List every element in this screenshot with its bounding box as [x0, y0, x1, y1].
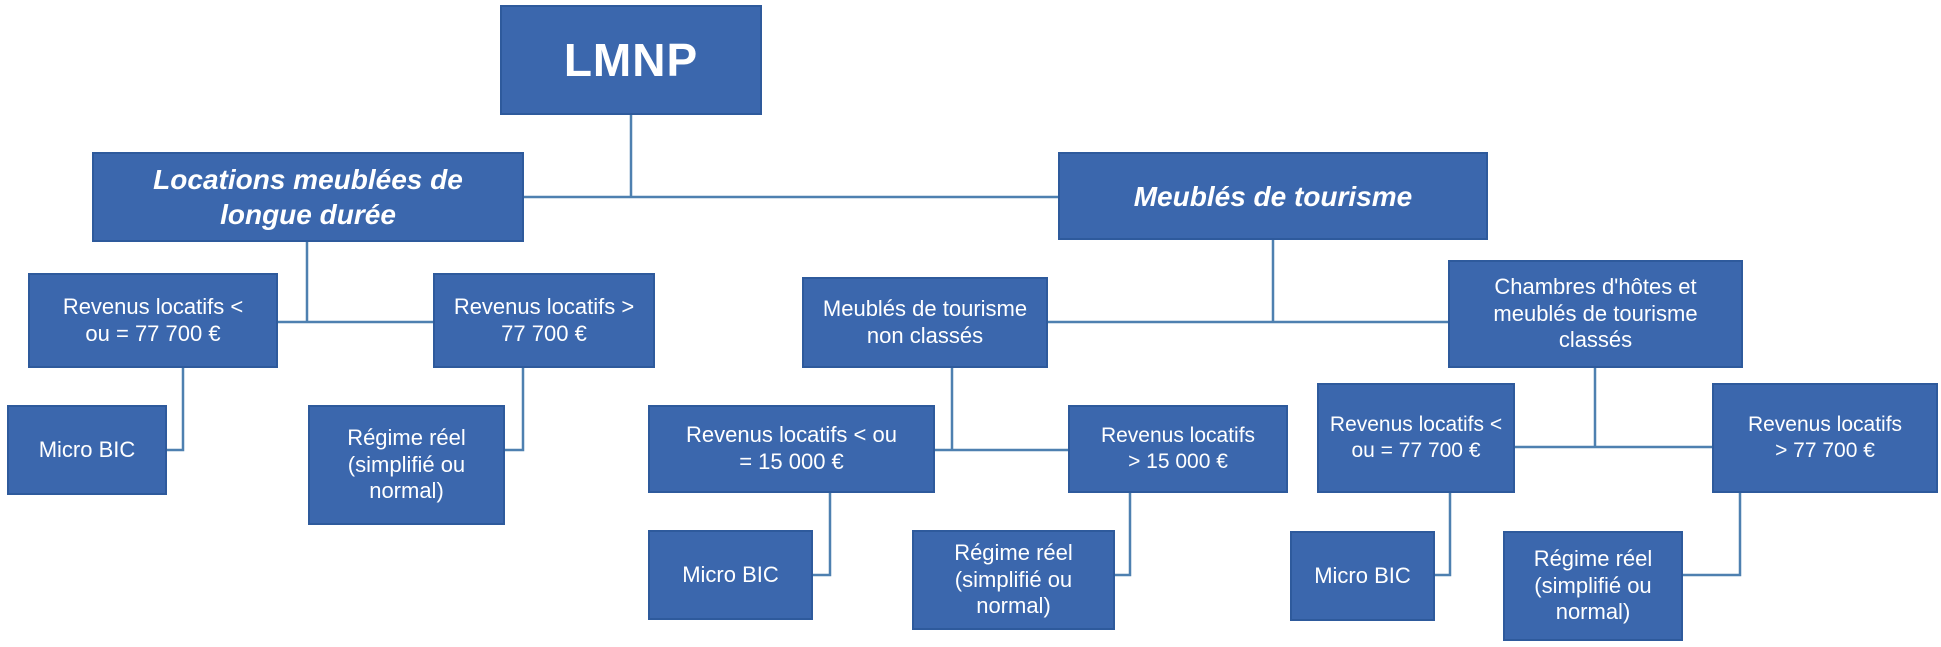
node-locations-meublees-longue-duree: Locations meublées de longue durée	[92, 152, 524, 242]
node-micro-bic-classes: Micro BIC	[1290, 531, 1435, 621]
node-meubles-tourisme-non-classes: Meublés de tourisme non classés	[802, 277, 1048, 368]
connector-lt-low-to-micro-bic	[167, 368, 185, 452]
node-regime-reel-longue-duree: Régime réel (simplifié ou normal)	[308, 405, 505, 525]
node-revenus-gt-15000: Revenus locatifs > 15 000 €	[1068, 405, 1288, 493]
node-regime-reel-non-classes: Régime réel (simplifié ou normal)	[912, 530, 1115, 630]
node-micro-bic-longue-duree: Micro BIC	[7, 405, 167, 495]
node-revenus-lte-77700-longue-duree: Revenus locatifs < ou = 77 700 €	[28, 273, 278, 368]
node-lmnp: LMNP	[500, 5, 762, 115]
connector-lt-high-to-regime-reel	[505, 368, 525, 452]
node-revenus-gt-77700-longue-duree: Revenus locatifs > 77 700 €	[433, 273, 655, 368]
node-meubles-de-tourisme: Meublés de tourisme	[1058, 152, 1488, 240]
connector-uc-low-to-micro-bic	[813, 493, 832, 577]
node-regime-reel-classes: Régime réel (simplifié ou normal)	[1503, 531, 1683, 641]
node-chambres-hotes-meubles-classes: Chambres d'hôtes et meublés de tourisme …	[1448, 260, 1743, 368]
node-revenus-lte-77700-classes: Revenus locatifs < ou = 77 700 €	[1317, 383, 1515, 493]
connector-cl-high-to-regime-reel	[1683, 493, 1742, 577]
connector-cl-low-to-micro-bic	[1435, 493, 1452, 577]
node-micro-bic-non-classes: Micro BIC	[648, 530, 813, 620]
node-revenus-lte-15000: Revenus locatifs < ou = 15 000 €	[648, 405, 935, 493]
connector-uc-high-to-regime-reel	[1115, 493, 1132, 577]
node-revenus-gt-77700-classes: Revenus locatifs > 77 700 €	[1712, 383, 1938, 493]
